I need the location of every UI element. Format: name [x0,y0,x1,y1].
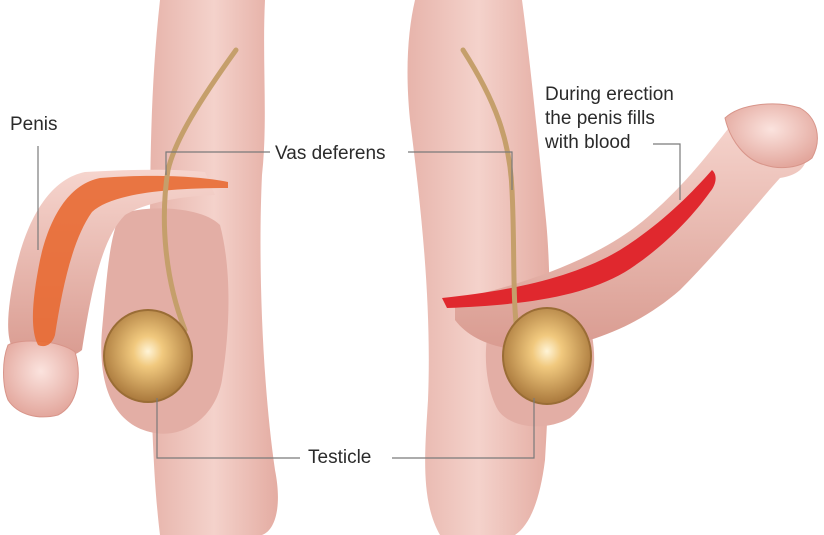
erect-figure [407,0,818,535]
erection-leader-line [653,143,681,200]
vas-deferens-label: Vas deferens [273,142,388,166]
erection-caption-line-1: During erection [545,84,674,105]
left-glans [3,340,79,418]
right-testicle [502,307,592,405]
erection-caption-line-3: with blood [545,131,635,155]
left-vas-deferens [161,47,239,333]
penis-label: Penis [10,114,58,135]
vas-deferens-leader-left [165,151,270,175]
left-testicle [103,309,193,403]
right-blood-tissue [442,170,716,308]
erection-caption-line-2: the penis fills [545,108,655,129]
vas-deferens-leader-right [408,151,513,190]
testicle-leader-right [392,398,535,459]
erection-caption: During erection the penis fills with blo… [545,83,674,155]
left-erectile-tissue [32,175,229,347]
flaccid-figure [3,0,278,535]
testicle-leader-left [156,398,300,459]
right-glans [724,103,818,169]
testicle-label: Testicle [306,446,374,470]
leader-lines [37,143,681,459]
